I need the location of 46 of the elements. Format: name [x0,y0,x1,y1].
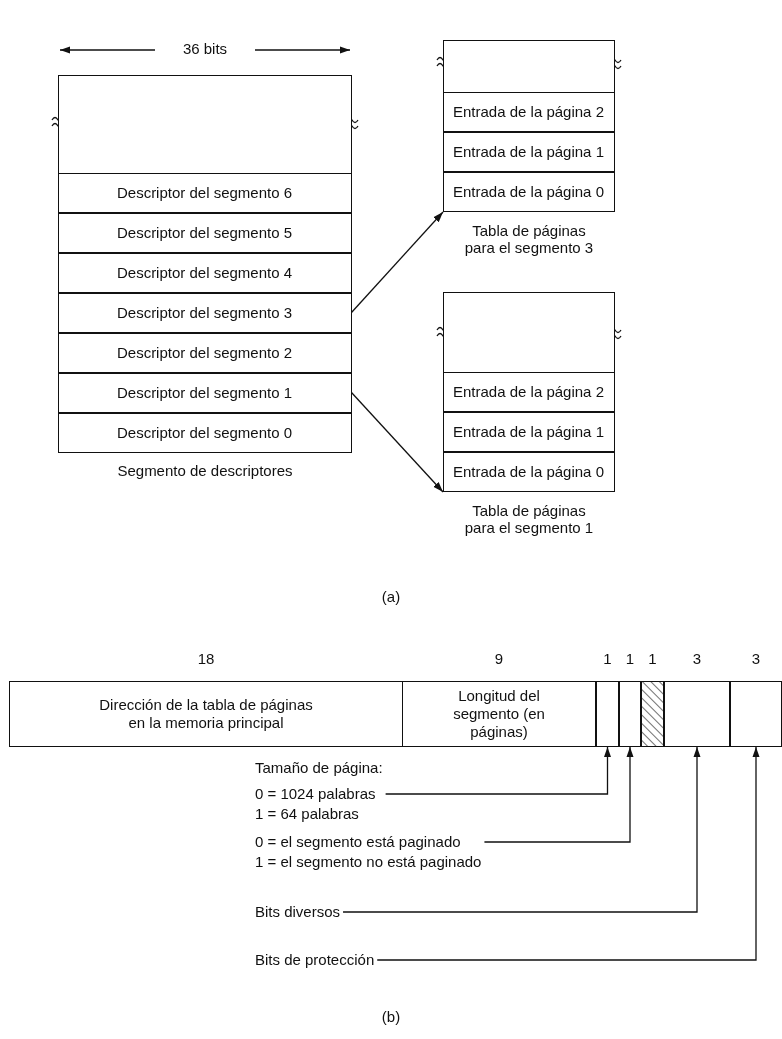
leader-line [384,746,612,795]
node-label: Segmento de descriptores [116,462,294,479]
bit-width-label: 1 [647,650,658,667]
table-row: Descriptor del segmento 5 [57,212,352,253]
node-label: Tabla de páginas para el segmento 3 [463,222,595,256]
bit-field [596,681,619,747]
bit-width-label: 1 [624,650,636,667]
arrow [350,391,444,493]
bit-width-label: 1 [602,650,613,667]
table-row: Entrada de la página 1 [442,131,615,172]
table-row: Descriptor del segmento 3 [57,292,352,333]
table-box [443,40,615,212]
callout-text: Bits de protección [255,950,375,970]
bit-field [619,681,641,747]
table-row: Descriptor del segmento 6 [57,172,352,213]
bit-field: Dirección de la tabla de páginas en la memoria principal [9,681,403,747]
panel-label: (b) [380,1008,402,1025]
bit-width-label: 3 [750,650,762,667]
leader-line [342,746,701,913]
bit-field [730,681,782,747]
node-label: Tabla de páginas para el segmento 1 [463,502,595,536]
bit-field: Longitud del segmento (en páginas) [402,681,596,747]
table-row: Descriptor del segmento 1 [57,372,352,413]
table-row: Descriptor del segmento 2 [57,332,352,373]
table-row: Descriptor del segmento 4 [57,252,352,293]
table-row: Entrada de la página 1 [442,411,615,452]
leader-line [376,746,760,961]
bit-width-label: 3 [691,650,703,667]
arrow [350,211,444,314]
bit-width-label: 18 [196,650,216,667]
callout-text: 1 = 64 palabras [255,804,360,824]
leader-line [483,746,634,843]
bit-width-label: 9 [493,650,505,667]
callout-text: 0 = 1024 palabras [255,784,377,804]
bit-field [664,681,730,747]
hatched-bit-field [641,681,664,747]
table-box [443,292,615,492]
panel-label: (a) [380,588,402,605]
callout-text: 1 = el segmento no está paginado [255,852,482,872]
callout-text: Bits diversos [255,902,341,922]
legend-heading: Tamaño de página: [255,758,383,778]
callout-text: 0 = el segmento está paginado [255,832,462,852]
table-row: Entrada de la página 2 [442,371,615,412]
table-box [58,75,352,453]
table-row: Entrada de la página 2 [442,91,615,132]
dimension-label: 36 bits [155,40,255,57]
